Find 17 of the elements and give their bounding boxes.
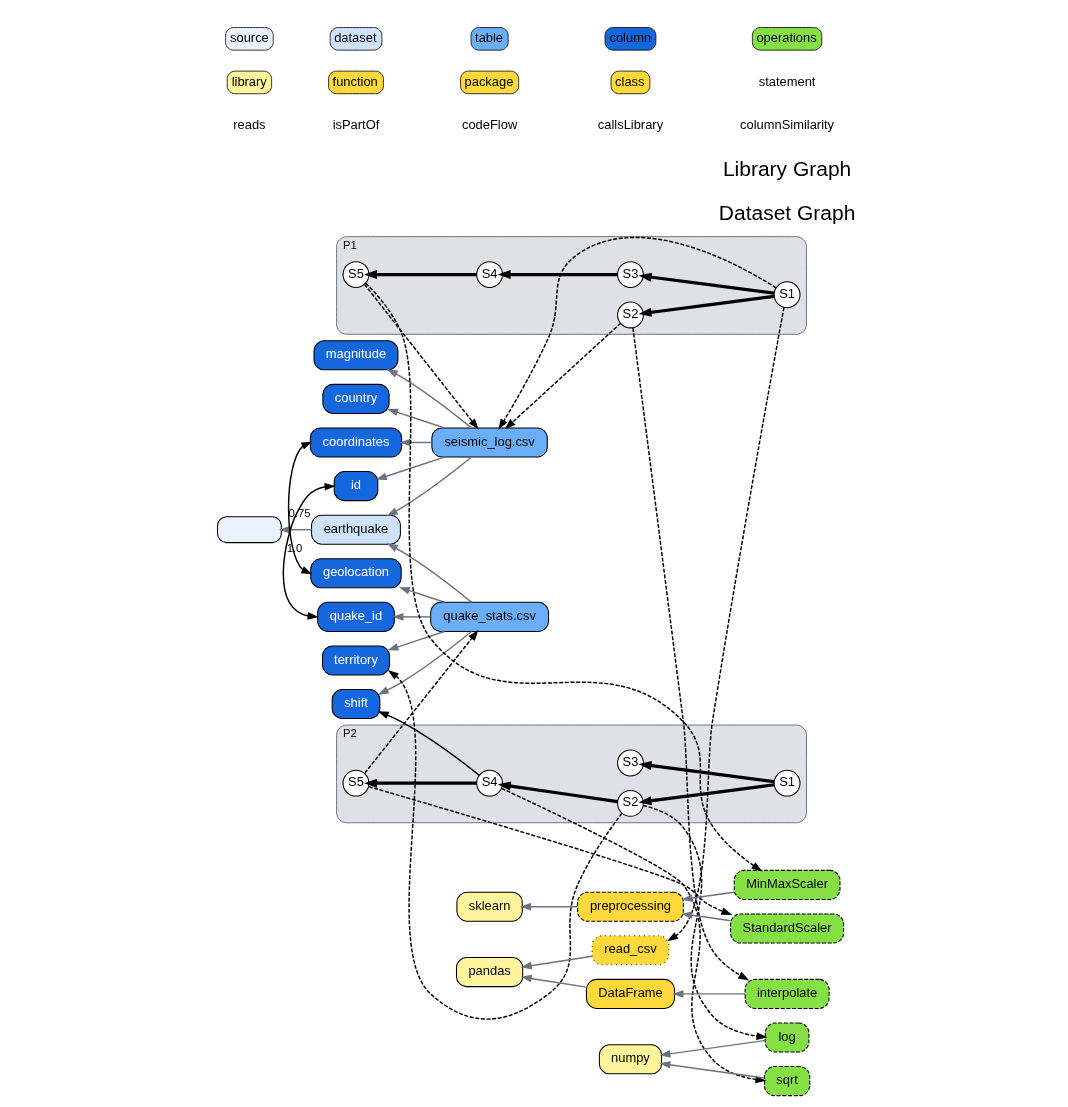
legend-label: callsLibrary xyxy=(597,117,664,133)
legend-label: codeFlow xyxy=(461,117,518,133)
legend-label: source xyxy=(230,29,269,45)
legend-label: reads xyxy=(233,117,266,133)
legend-label: class xyxy=(615,73,645,89)
legend-label: table xyxy=(475,29,504,45)
legend-label: library xyxy=(231,73,267,89)
legend-label: dataset xyxy=(334,29,377,45)
legend-label: isPartOf xyxy=(332,117,380,133)
legend-label: column xyxy=(609,29,652,45)
label: Library Graph xyxy=(722,156,852,180)
legend-label: statement xyxy=(758,73,816,89)
legend-label: package xyxy=(464,73,514,89)
legend-label: function xyxy=(332,73,378,89)
label: Dataset Graph xyxy=(718,200,856,224)
legend-label: columnSimilarity xyxy=(740,117,835,133)
legend-label: operations xyxy=(756,29,817,45)
